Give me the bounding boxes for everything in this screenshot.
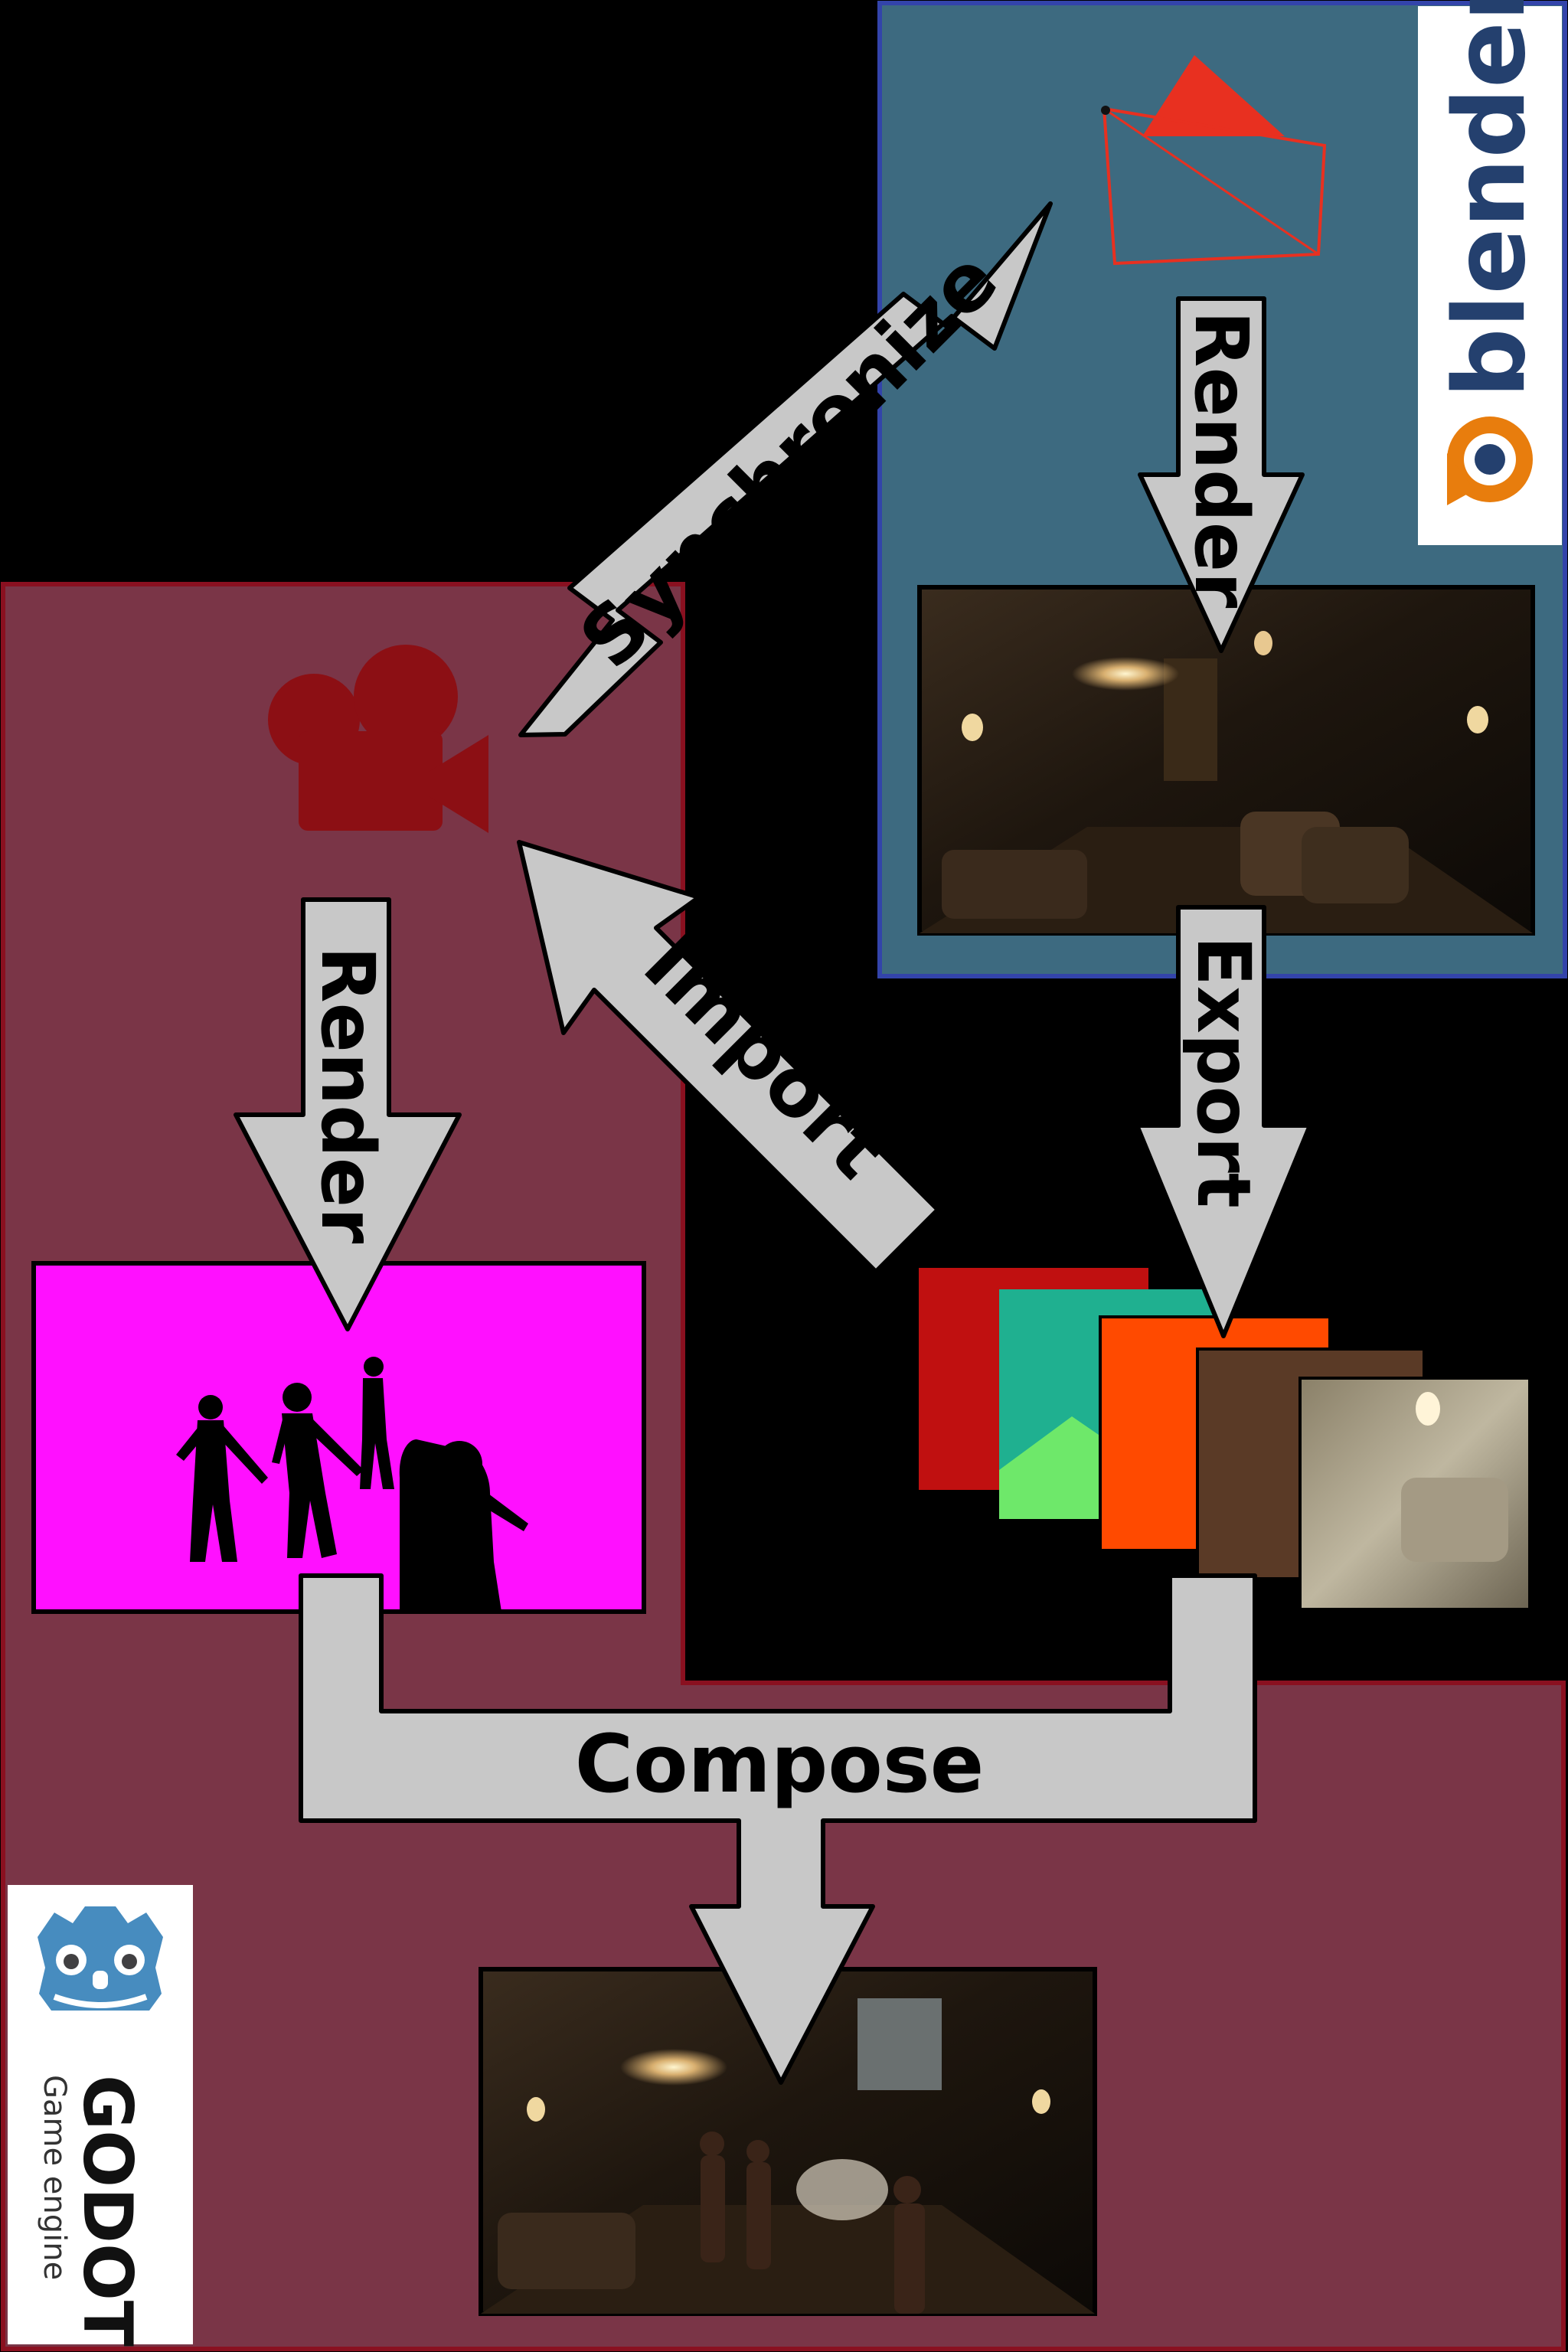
blender-render-image [917,585,1535,936]
movie-camera-icon [268,645,488,833]
blender-logo: blender [1418,0,1562,545]
compose-label: Compose [575,1717,984,1811]
export-passes-stack [919,1268,1531,1611]
render-arrow-godot: Render [234,897,462,1331]
render-label-godot: Render [305,946,390,1244]
export-arrow: Export [1135,905,1312,1338]
godot-logo-text: GODOT [68,2075,147,2347]
blender-camera-icon [1101,55,1327,266]
blender-logo-text: blender [1433,0,1547,398]
godot-logo-subtitle: Game engine [37,2075,72,2280]
export-label: Export [1181,936,1266,1207]
godot-render-image [31,1261,646,1614]
render-label-blender: Render [1178,311,1264,609]
godot-region [1,582,1566,2351]
godot-logo: GODOT Game engine [8,1885,193,2347]
compose-arrow: Compose [299,1573,1257,2085]
render-arrow-blender: Render [1138,296,1305,653]
